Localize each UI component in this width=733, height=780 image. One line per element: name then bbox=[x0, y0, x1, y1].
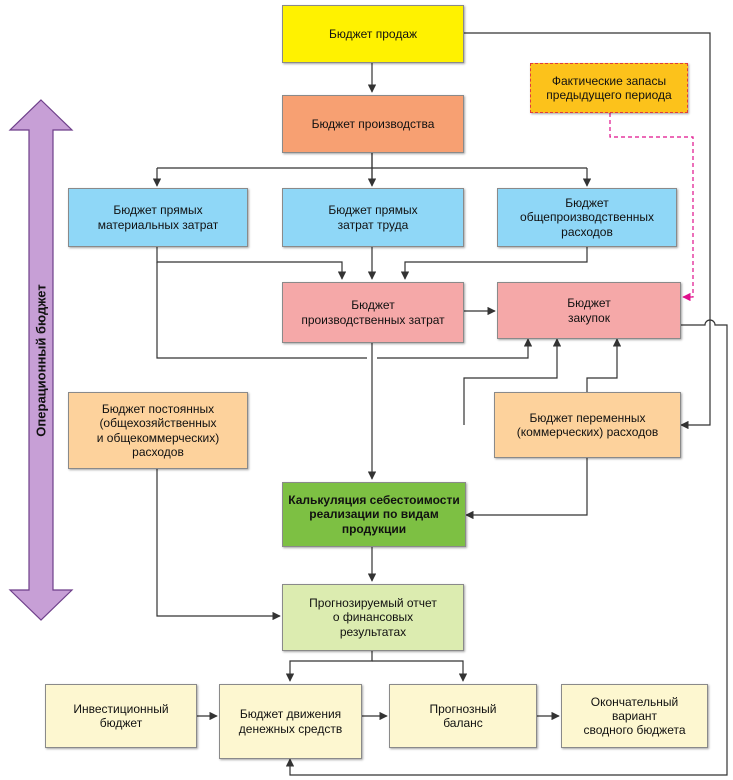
cost-calculation-box: Калькуляция себестоимости реализации по … bbox=[282, 482, 466, 547]
link-sales-variable bbox=[464, 32, 711, 430]
fixed-expenses-budget-box: Бюджет постоянных (общехозяйственных и о… bbox=[68, 392, 248, 469]
direct-materials-budget-box: Бюджет прямых материальных затрат bbox=[68, 188, 248, 247]
production-budget-box: Бюджет производства bbox=[282, 95, 464, 153]
investment-budget-box: Инвестиционный бюджет bbox=[45, 684, 197, 748]
link-fixed-pl bbox=[156, 469, 281, 621]
variable-expenses-budget-box: Бюджет переменных (коммерческих) расходо… bbox=[494, 392, 681, 458]
purchases-budget-box: Бюджет закупок bbox=[497, 282, 681, 339]
actual-inventory-box: Фактические запасы предыдущего периода bbox=[530, 63, 688, 113]
final-budget-box: Окончательный вариант сводного бюджета bbox=[561, 684, 708, 748]
link-fixed-purchases bbox=[463, 338, 562, 425]
link-purchases-cashflow bbox=[285, 319, 728, 776]
forecast-pl-box: Прогнозируемый отчет о финансовых резуль… bbox=[282, 584, 464, 651]
cash-flow-budget-box: Бюджет движения денежных средств bbox=[219, 684, 362, 759]
link-inventory-purchases bbox=[609, 113, 694, 302]
forecast-balance-box: Прогнозный баланс bbox=[389, 684, 537, 748]
link-pl-split bbox=[285, 651, 373, 682]
link-variable-calculation bbox=[465, 458, 588, 520]
link-materials-purchases bbox=[156, 262, 528, 359]
link-materials-costs bbox=[156, 247, 347, 280]
operational-budget-arrow bbox=[8, 99, 74, 621]
production-costs-budget-box: Бюджет производственных затрат bbox=[282, 282, 464, 343]
sales-budget-box: Бюджет продаж bbox=[282, 5, 464, 63]
direct-labor-budget-box: Бюджет прямых затрат труда bbox=[282, 188, 464, 247]
link-variable-purchases bbox=[586, 338, 622, 392]
overhead-budget-box: Бюджет общепроизводственных расходов bbox=[497, 188, 677, 247]
operational-budget-label: Операционный бюджет bbox=[33, 283, 49, 437]
link-overhead-costs bbox=[400, 247, 588, 280]
